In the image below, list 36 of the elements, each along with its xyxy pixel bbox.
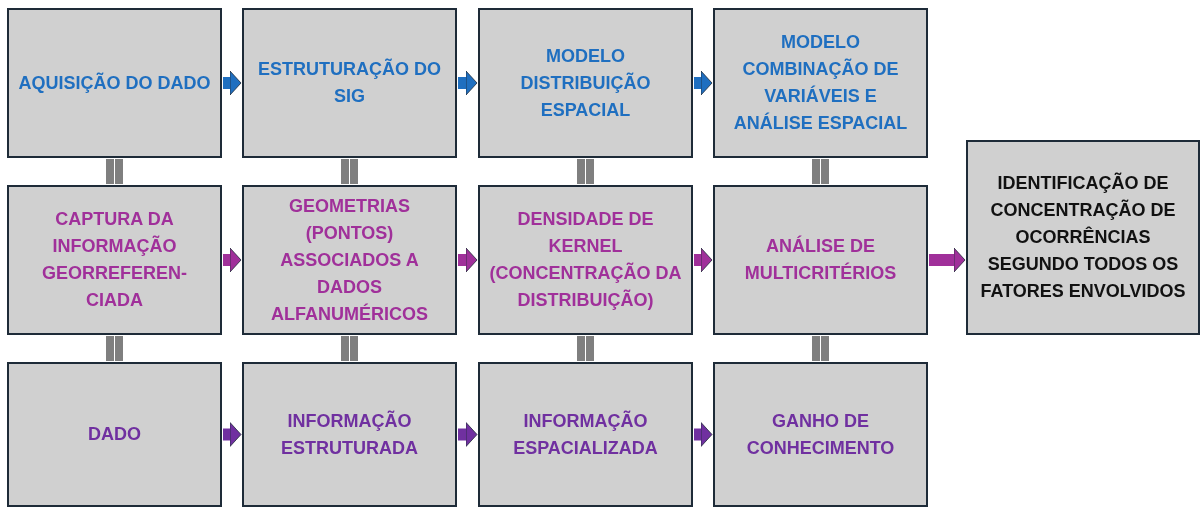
process-box xyxy=(7,8,222,158)
process-box xyxy=(478,8,693,158)
process-box xyxy=(242,185,457,335)
block-arrow xyxy=(694,247,713,273)
box-label: INFORMAÇÃO ESPACIALIZADA xyxy=(512,409,659,460)
box-label: CAPTURA DA INFORMAÇÃO GEORREFEREN- CIADA xyxy=(41,208,188,312)
block-arrow xyxy=(223,247,242,273)
block-arrow xyxy=(223,422,242,447)
block-arrow xyxy=(458,70,478,96)
box-label: ESTRUTURAÇÃO DO SIG xyxy=(257,57,442,108)
process-box xyxy=(966,140,1200,335)
box-label: AQUISIÇÃO DO DADO xyxy=(18,71,211,95)
box-label: DENSIDADE DE KERNEL (CONCENTRAÇÃO DA DISTRIBUIÇÃO) xyxy=(488,208,683,312)
block-arrow xyxy=(458,422,478,447)
box-label: IDENTIFICAÇÃO DE CONCENTRAÇÃO DE OCORRÊNCIAS SEGUNDO TODOS OS FATORES ENVOLVIDOS xyxy=(979,171,1187,303)
box-label: MODELO COMBINAÇÃO DE VARIÁVEIS E ANÁLISE ESPACIAL xyxy=(732,31,909,135)
process-box xyxy=(713,185,928,335)
block-arrow xyxy=(694,70,713,96)
box-label: GANHO DE CONHECIMENTO xyxy=(745,409,896,460)
block-arrow xyxy=(929,247,966,273)
box-label: GEOMETRIAS (PONTOS) ASSOCIADOS A DADOS ALFANUMÉRICOS xyxy=(270,194,429,326)
block-arrow xyxy=(694,422,713,447)
process-box xyxy=(713,8,928,158)
box-label: INFORMAÇÃO ESTRUTURADA xyxy=(280,409,419,460)
process-box xyxy=(478,362,693,507)
process-box xyxy=(7,362,222,507)
process-box xyxy=(242,8,457,158)
process-box xyxy=(478,185,693,335)
box-label: MODELO DISTRIBUIÇÃO ESPACIAL xyxy=(519,44,652,122)
block-arrow xyxy=(223,70,242,96)
process-box xyxy=(713,362,928,507)
block-arrow xyxy=(458,247,478,273)
process-box xyxy=(7,185,222,335)
box-label: ANÁLISE DE MULTICRITÉRIOS xyxy=(743,234,898,285)
process-box xyxy=(242,362,457,507)
box-label: DADO xyxy=(88,423,141,446)
